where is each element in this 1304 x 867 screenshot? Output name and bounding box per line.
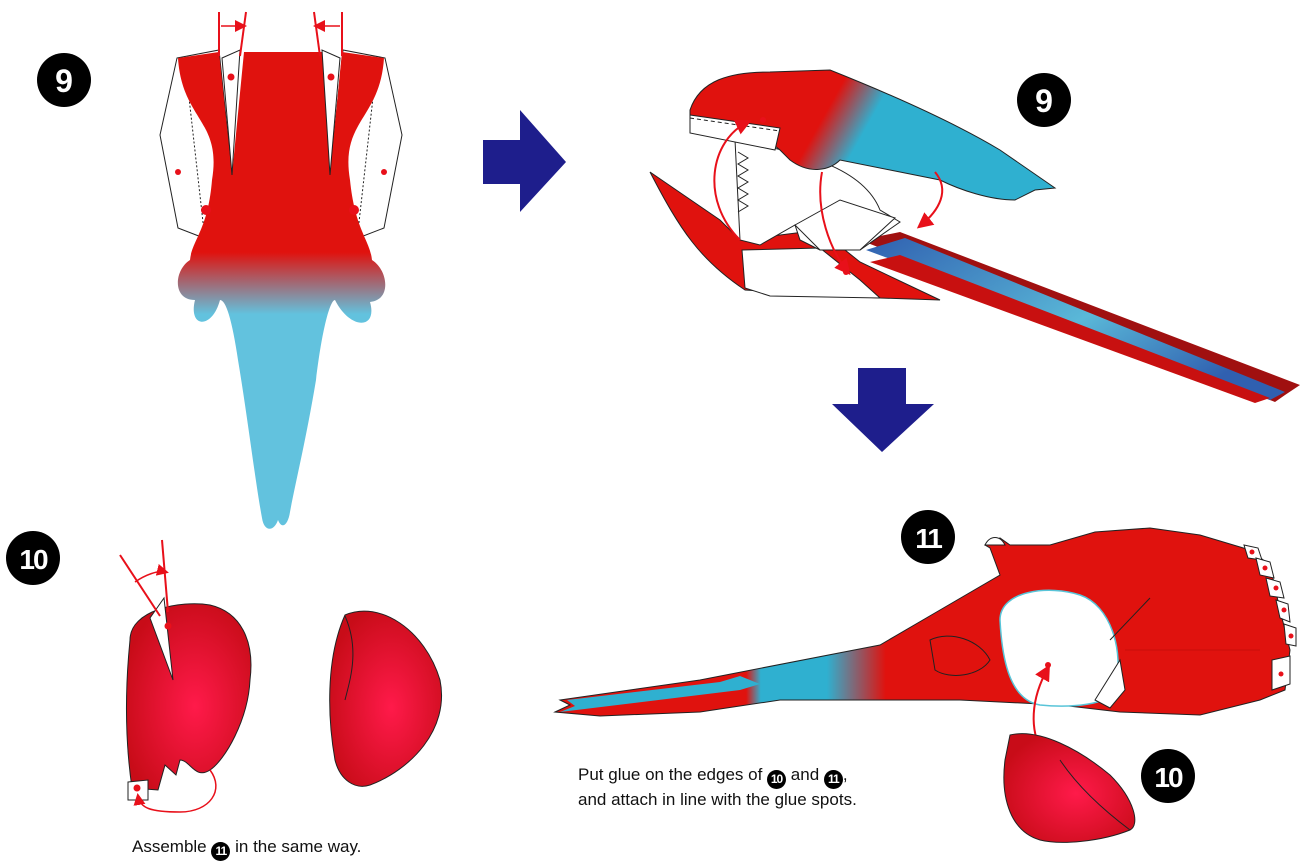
arrow-right-icon (483, 110, 566, 212)
svg-text:9: 9 (55, 63, 73, 99)
caption-assemble: Assemble 11 in the same way. (132, 836, 361, 861)
step-ref-11-badge: 11 (211, 842, 230, 861)
step-badge-9-right: 9 (1017, 73, 1071, 127)
caption-assemble-suffix: in the same way. (235, 837, 361, 856)
caption-assemble-prefix: Assemble (132, 837, 207, 856)
svg-text:11: 11 (915, 523, 942, 554)
caption-glue-and: and (791, 765, 819, 784)
step-badge-11: 11 (901, 510, 955, 564)
step9-head-assembly (650, 70, 1300, 403)
caption-glue-comma: , (843, 765, 848, 784)
caption-glue-line1: Put glue on the edges of 10 and 11, (578, 764, 857, 789)
caption-glue: Put glue on the edges of 10 and 11, and … (578, 764, 857, 811)
svg-text:10: 10 (19, 544, 48, 575)
step9-flat-tail-piece (160, 12, 402, 529)
svg-text:9: 9 (1035, 83, 1053, 119)
step-badge-10-right: 10 (1141, 749, 1195, 803)
svg-text:10: 10 (1154, 762, 1183, 793)
caption-glue-prefix: Put glue on the edges of (578, 765, 762, 784)
caption-glue-line2: and attach in line with the glue spots. (578, 789, 857, 811)
step10-side-pieces (120, 540, 442, 812)
step-ref-11-badge: 11 (824, 770, 843, 789)
step-badge-10-left: 10 (6, 531, 60, 585)
step-ref-10-badge: 10 (767, 770, 786, 789)
step-badge-9-left: 9 (37, 53, 91, 107)
arrow-down-icon (832, 368, 934, 452)
